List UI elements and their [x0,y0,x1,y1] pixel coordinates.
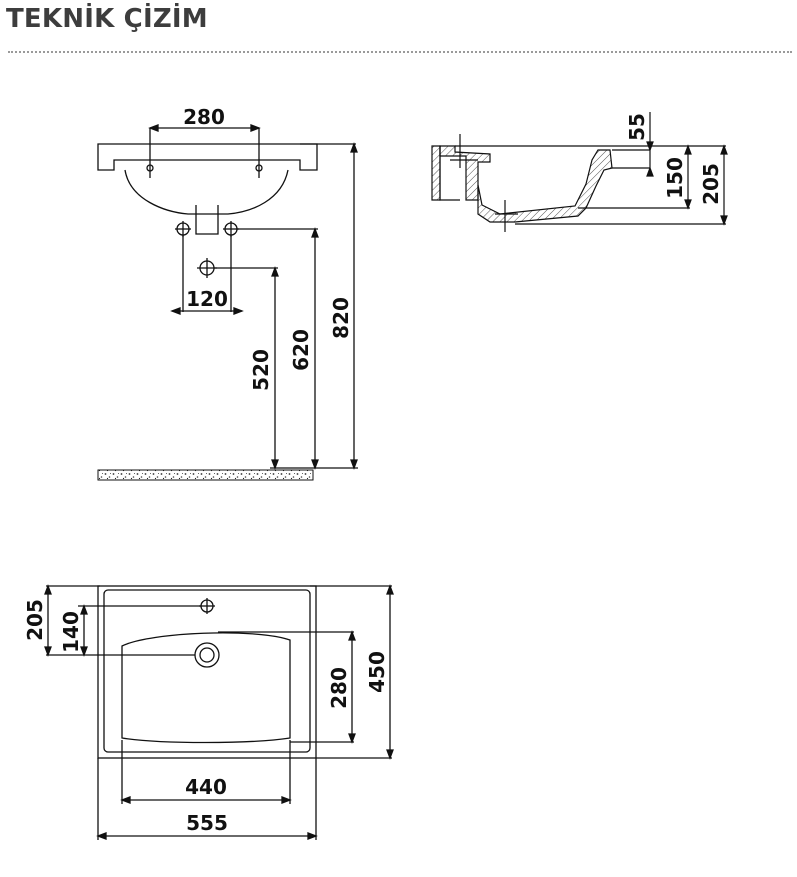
label-drain-spacing: 120 [186,287,228,311]
floor-slab [97,469,314,481]
label-tap-spacing: 280 [183,105,225,129]
label-top-height: 820 [329,297,353,339]
basin-rim-outline [97,143,318,171]
plan-outer-outline [97,585,317,759]
label-waste-height: 520 [249,349,273,391]
page-header: TEKNİK ÇİZİM [0,0,797,60]
label-side-total-depth: 205 [699,163,723,205]
label-supply-height: 620 [289,329,313,371]
section-back-wall [439,145,491,201]
front-view [97,124,358,470]
side-section-view [431,112,728,232]
label-plan-bowl-depth: 280 [327,667,351,709]
tap-hole-left [146,164,154,172]
drain-outer-icon [194,642,220,668]
label-plan-tap-offset: 205 [23,599,47,641]
label-plan-total-depth: 450 [365,651,389,693]
label-plan-drain-offset: 140 [59,611,83,653]
basin-bowl-outline [124,169,289,215]
label-plan-total-width: 555 [186,811,228,835]
section-bowl-wall [477,149,613,223]
drain-inner-icon [199,647,215,663]
dotted-separator [8,51,792,53]
label-side-bowl-depth: 150 [663,157,687,199]
label-plan-bowl-width: 440 [185,775,227,799]
tap-hole-right [255,164,263,172]
plan-inner-rim [103,589,311,753]
plan-view [44,584,394,840]
page-title: TEKNİK ÇİZİM [6,4,208,34]
drain-neck [195,205,219,235]
plan-bowl-outline [121,632,291,744]
label-rim: 55 [625,113,649,141]
